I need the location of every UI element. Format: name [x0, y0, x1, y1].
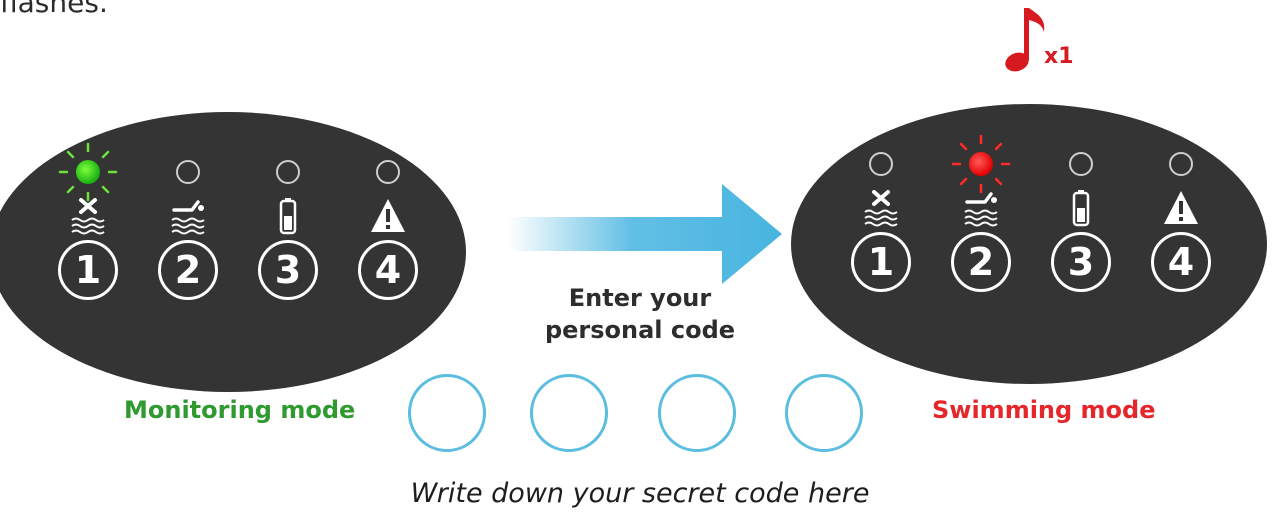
music-note-icon — [1005, 8, 1045, 72]
code-digit-slot-1[interactable] — [408, 374, 486, 452]
no-swimming-icon — [864, 190, 898, 227]
warning-icon — [1164, 191, 1198, 224]
enter-code-line-1: Enter your — [568, 284, 712, 312]
panel-slot-3: 3 — [238, 160, 338, 360]
control-panel-swimming: 1 2 3 — [791, 104, 1267, 384]
led-indicator-green-on — [76, 160, 100, 184]
monitoring-mode-label: Monitoring mode — [124, 396, 356, 424]
enter-code-line-2: personal code — [544, 316, 736, 344]
enter-code-instruction: Enter your personal code — [520, 282, 760, 346]
panel-slot-1: 1 — [38, 142, 138, 360]
led-indicator-off — [276, 160, 300, 184]
led-indicator-off — [1169, 152, 1193, 176]
warning-icon — [371, 199, 405, 232]
code-digit-slot-2[interactable] — [530, 374, 608, 452]
panel-slot-1: 1 — [831, 152, 931, 352]
mode-number-4[interactable]: 4 — [358, 240, 418, 300]
panel-slot-2: 2 — [138, 160, 238, 360]
panel-slot-3: 3 — [1031, 152, 1131, 352]
led-indicator-off — [1069, 152, 1093, 176]
battery-icon — [1072, 190, 1090, 227]
code-digit-slot-3[interactable] — [658, 374, 736, 452]
swimmer-icon — [171, 200, 205, 235]
transition-arrow-icon — [508, 184, 782, 284]
swimming-mode-label: Swimming mode — [932, 396, 1156, 424]
mode-number-2[interactable]: 2 — [158, 240, 218, 300]
no-swimming-icon — [71, 198, 105, 235]
led-indicator-red-on — [969, 152, 993, 176]
intro-text-fragment: flashes. — [0, 0, 108, 19]
control-panel-monitoring: 1 2 3 4 — [0, 112, 466, 392]
mode-number-2[interactable]: 2 — [951, 232, 1011, 292]
code-digit-slot-4[interactable] — [785, 374, 863, 452]
swimmer-icon — [964, 192, 998, 227]
panel-slot-4: 4 — [1131, 152, 1231, 352]
led-indicator-off — [869, 152, 893, 176]
mode-number-1[interactable]: 1 — [58, 240, 118, 300]
panel-slot-4: 4 — [338, 160, 438, 360]
mode-number-4[interactable]: 4 — [1151, 232, 1211, 292]
glow-rays-icon — [951, 134, 1011, 194]
secret-code-caption: Write down your secret code here — [410, 478, 870, 509]
battery-icon — [279, 198, 297, 235]
led-indicator-off — [176, 160, 200, 184]
mode-number-3[interactable]: 3 — [258, 240, 318, 300]
mode-number-1[interactable]: 1 — [851, 232, 911, 292]
panel-slot-2: 2 — [931, 134, 1031, 352]
glow-rays-icon — [58, 142, 118, 202]
mode-number-3[interactable]: 3 — [1051, 232, 1111, 292]
beep-count: x1 — [1044, 44, 1074, 69]
led-indicator-off — [376, 160, 400, 184]
